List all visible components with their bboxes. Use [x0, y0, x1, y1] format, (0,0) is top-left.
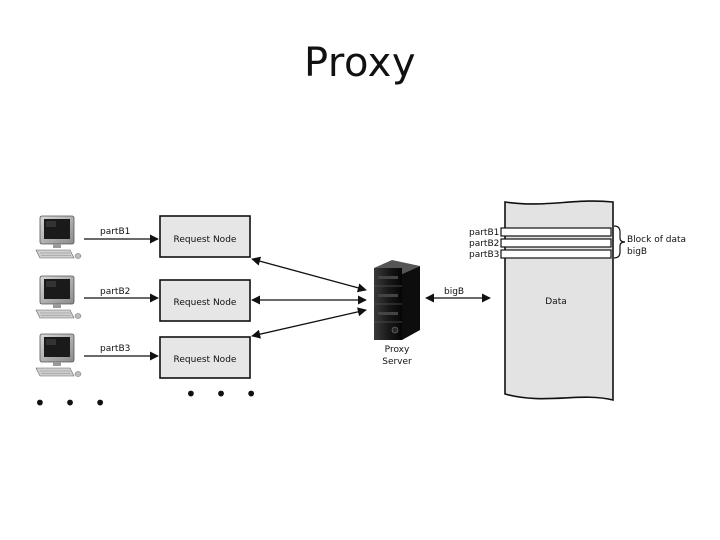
proxy-server-icon — [374, 260, 420, 340]
client-computer-icon-3 — [35, 333, 82, 377]
edge-label-partB2: partB2 — [100, 287, 130, 297]
server-label-line1: Proxy — [385, 345, 410, 355]
request-node-2 — [159, 279, 251, 322]
request-node-1 — [159, 215, 251, 258]
nodes-ellipsis: • • • — [185, 382, 263, 406]
data-row-partB2 — [500, 238, 612, 248]
client-computer-icon-1 — [35, 215, 82, 259]
data-row-partB1 — [500, 227, 612, 237]
data-row-label-2: partB2 — [469, 239, 499, 249]
data-row-label-1: partB1 — [469, 228, 499, 238]
server-label-line2: Server — [382, 357, 412, 367]
edge-label-partB1: partB1 — [100, 227, 130, 237]
server-link-label: bigB — [444, 287, 464, 297]
request-node-label-2: Request Node — [174, 298, 237, 308]
data-row-partB3 — [500, 249, 612, 259]
block-brace — [613, 225, 626, 259]
edge-label-partB3: partB3 — [100, 344, 130, 354]
brace-label-line1: Block of data — [627, 235, 686, 245]
slide-title: Proxy — [303, 40, 417, 86]
request-node-label-1: Request Node — [174, 235, 237, 245]
data-store-label: Data — [545, 297, 567, 307]
node-server-link-3 — [251, 307, 367, 339]
node-server-link-1 — [251, 256, 367, 293]
request-node-3 — [159, 336, 251, 379]
clients-ellipsis: • • • — [34, 391, 112, 415]
data-row-label-3: partB3 — [469, 250, 499, 260]
request-node-label-3: Request Node — [174, 355, 237, 365]
brace-label-line2: bigB — [627, 247, 647, 257]
client-computer-icon-2 — [35, 275, 82, 319]
